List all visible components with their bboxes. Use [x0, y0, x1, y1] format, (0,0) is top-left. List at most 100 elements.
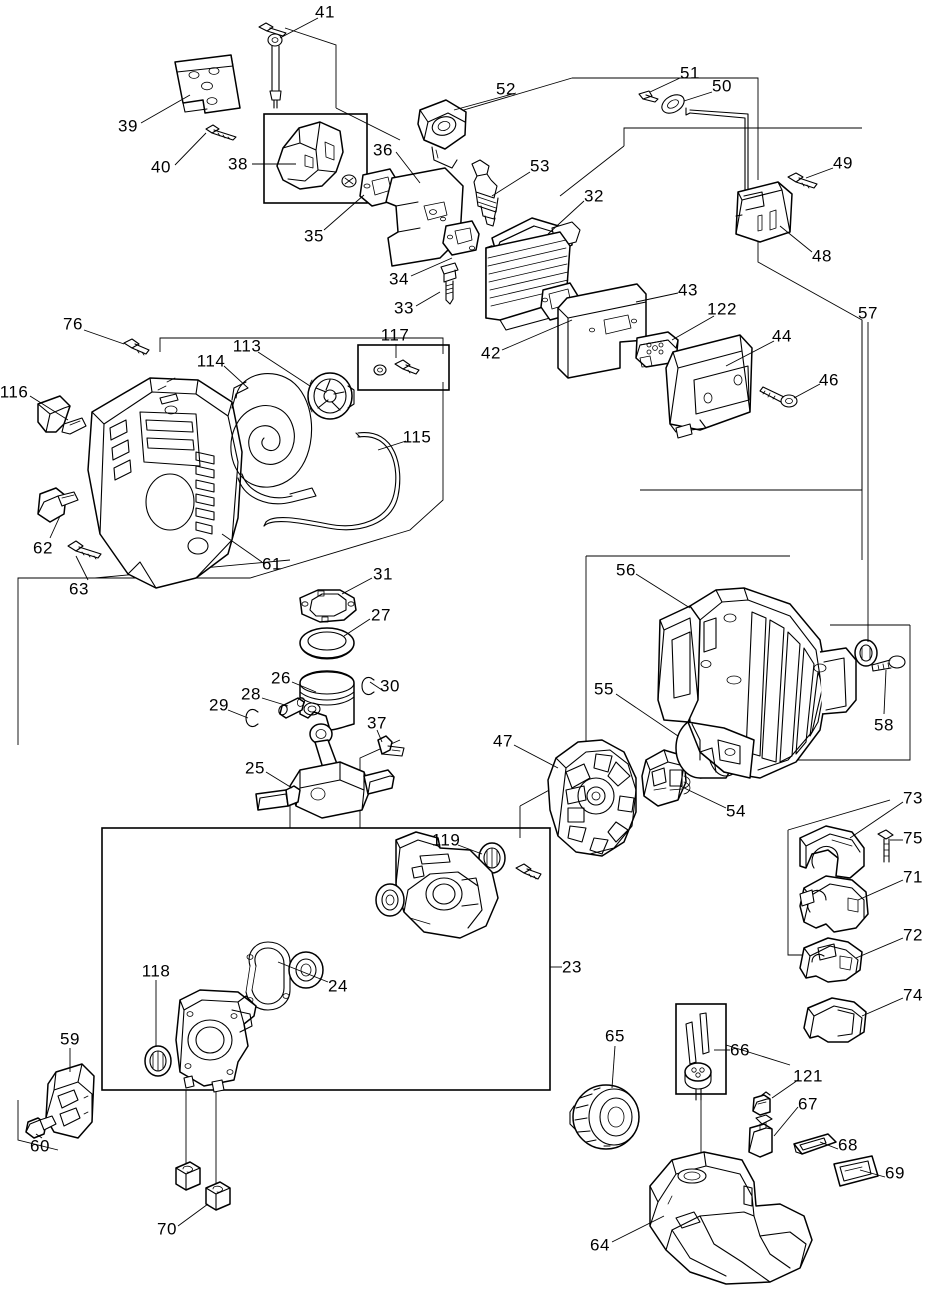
part-118-oil-seal [144, 1045, 172, 1077]
callout-47: 47 [493, 731, 513, 751]
callout-57: 57 [858, 303, 878, 323]
callout-25: 25 [245, 758, 265, 778]
part-74-handle-clamp-lower [803, 997, 867, 1043]
callout-51: 51 [680, 63, 700, 83]
callout-46: 46 [819, 370, 839, 390]
callout-31: 31 [373, 564, 393, 584]
part-69-label [833, 1155, 879, 1187]
part-56-fan-housing [657, 587, 857, 779]
callout-54: 54 [726, 801, 746, 821]
callout-113: 113 [232, 336, 262, 356]
callout-117: 117 [380, 325, 410, 345]
group-box-screwkit [357, 344, 450, 391]
callout-73: 73 [903, 788, 923, 808]
part-29-circlip-29 [245, 708, 259, 728]
callout-60: 60 [30, 1136, 50, 1156]
part-47-flywheel [547, 739, 637, 857]
callout-121: 121 [793, 1066, 823, 1086]
part-58-screw [871, 655, 906, 672]
part-116-starter-handle [37, 395, 87, 435]
part-114-recoil-spring [230, 373, 317, 505]
part-51-clip [638, 90, 659, 103]
callout-62: 62 [33, 538, 53, 558]
part-117-screw-kit [373, 359, 420, 376]
callout-53: 53 [530, 156, 550, 176]
callout-43: 43 [678, 280, 698, 300]
callout-59: 59 [60, 1029, 80, 1049]
callout-28: 28 [241, 684, 261, 704]
callout-27: 27 [371, 605, 391, 625]
callout-42: 42 [481, 343, 501, 363]
part-24-crankcase-gasket [245, 941, 291, 1011]
callout-65: 65 [605, 1026, 625, 1046]
callout-58: 58 [874, 715, 894, 735]
part-27-seal-ring [299, 627, 355, 660]
part-41-throttle-rod [258, 22, 287, 109]
bearing-center [288, 951, 324, 989]
callout-115: 115 [402, 427, 432, 447]
part-73-handle-clamp-upper [799, 825, 865, 879]
part-63-screw [67, 540, 102, 560]
callout-122: 122 [707, 299, 737, 319]
part-71-handle-bracket [799, 875, 869, 933]
part-46-screw [759, 386, 798, 408]
part-72-handle-bracket [799, 937, 863, 983]
callout-76: 76 [63, 314, 83, 334]
callout-67: 67 [798, 1094, 818, 1114]
callout-38: 38 [228, 154, 248, 174]
part-54-clutch-shoes [641, 749, 691, 807]
leader-lines [29, 17, 904, 1243]
callout-61: 61 [262, 554, 282, 574]
part-61-starter-cover [87, 377, 243, 589]
callout-24: 24 [328, 976, 348, 996]
callout-56: 56 [616, 560, 636, 580]
part-43-heat-shield [557, 283, 647, 379]
callout-63: 63 [69, 579, 89, 599]
part-68-label [793, 1133, 837, 1155]
part-30-circlip-30 [361, 676, 375, 696]
part-38-throttle-housing [276, 121, 357, 190]
part-36-carb-shield [385, 167, 480, 267]
part-37-key [377, 735, 405, 757]
part-113-starter-pulley [307, 372, 355, 420]
callout-37: 37 [367, 713, 387, 733]
callout-44: 44 [772, 326, 792, 346]
part-64-fuel-tank [649, 1151, 813, 1285]
part-121-fuel-filter [752, 1091, 771, 1116]
callout-74: 74 [903, 985, 923, 1005]
callout-52: 52 [496, 79, 516, 99]
part-65-fuel-cap [569, 1084, 640, 1150]
callout-26: 26 [271, 668, 291, 688]
callout-69: 69 [885, 1163, 905, 1183]
callout-30: 30 [380, 676, 400, 696]
part-40-screw [205, 124, 237, 141]
part-31-cylinder-gasket [299, 589, 357, 623]
part-26-piston [299, 670, 355, 731]
callout-71: 71 [903, 867, 923, 887]
callout-72: 72 [903, 925, 923, 945]
group-boxes [101, 113, 727, 1095]
part-53-spark-plug [471, 159, 499, 227]
part-70-rubber-mounts [175, 1161, 231, 1211]
part-39-mounting-plate [174, 54, 241, 114]
callout-33: 33 [394, 298, 414, 318]
part-49-screw [787, 172, 818, 189]
callout-64: 64 [590, 1235, 610, 1255]
callout-116: 116 [0, 382, 29, 402]
part-48-ignition-coil [685, 107, 793, 243]
part-50-grommet [661, 94, 685, 114]
part-66-fuel-line-kit [684, 1012, 712, 1101]
callout-75: 75 [903, 828, 923, 848]
callout-39: 39 [118, 116, 138, 136]
crankcase-left-half [175, 989, 257, 1093]
part-75-screw [877, 829, 894, 863]
callout-68: 68 [838, 1135, 858, 1155]
part-59-filter-element [45, 1063, 95, 1139]
part-67-fuel-filter [748, 1114, 773, 1158]
callout-41: 41 [315, 2, 335, 22]
callout-118: 118 [141, 961, 171, 981]
callout-35: 35 [304, 226, 324, 246]
callout-29: 29 [209, 695, 229, 715]
